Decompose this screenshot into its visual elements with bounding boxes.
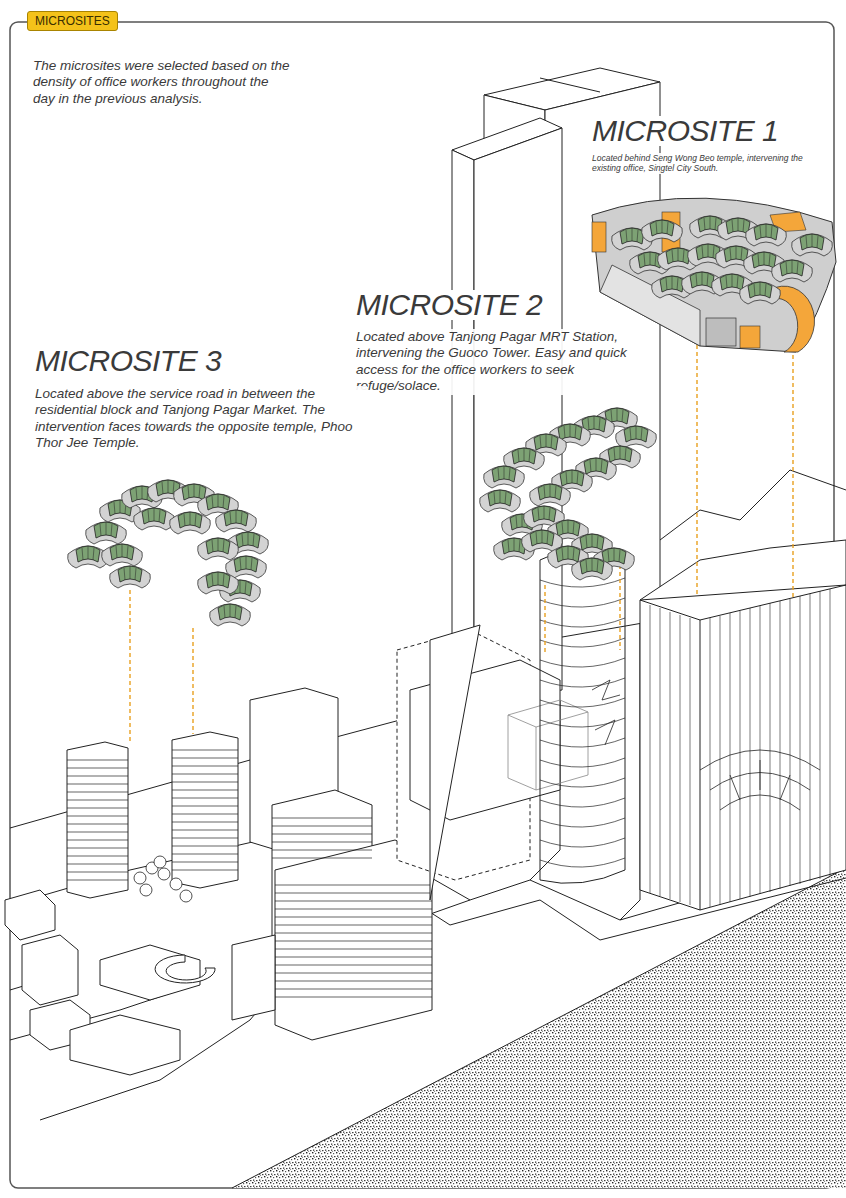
site-description: Located above Tanjong Pagar MRT Station,… bbox=[356, 329, 644, 395]
site-description: Located behind Seng Wong Beo temple, int… bbox=[592, 153, 818, 174]
site-heading: MICROSITE 1 bbox=[590, 116, 780, 146]
intro-note: The microsites were selected based on th… bbox=[33, 58, 291, 107]
site-heading: MICROSITE 3 bbox=[33, 346, 223, 376]
section-tab: MICROSITES bbox=[27, 11, 118, 31]
site-heading: MICROSITE 2 bbox=[354, 290, 544, 320]
site-description: Located above the service road in betwee… bbox=[35, 386, 367, 452]
